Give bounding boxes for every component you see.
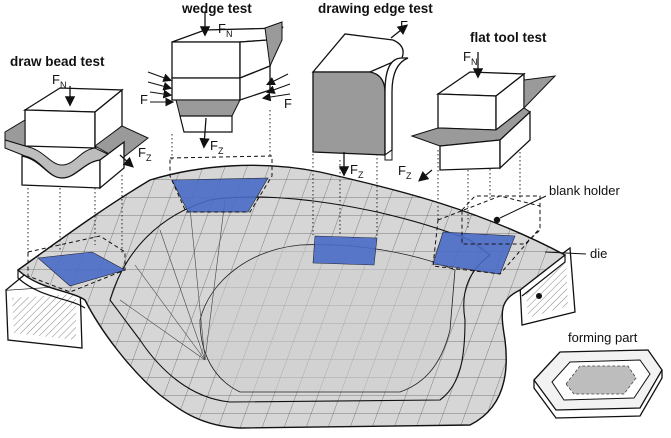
draw-bead-fn-label: FN	[52, 72, 66, 90]
draw-bead-tool	[4, 86, 149, 190]
drawing-edge-f-label: F	[400, 18, 408, 33]
wedge-fn-label: FN	[218, 21, 232, 39]
die-right-block	[519, 246, 576, 326]
flat-tool	[410, 52, 557, 182]
patch-drawing-edge	[312, 235, 378, 266]
wedge-f-right-label: F	[284, 96, 292, 111]
forming-part-icon	[533, 349, 663, 419]
flat-tool-fn-label: FN	[463, 49, 477, 67]
wedge-title: wedge test	[181, 1, 252, 16]
draw-bead-fz-label: FZ	[138, 145, 152, 163]
wedge-tool	[147, 12, 291, 149]
drawing-edge-tool	[311, 24, 409, 177]
die-label: die	[590, 246, 607, 261]
drawing-edge-title: drawing edge test	[318, 1, 433, 16]
draw-bead-title: draw bead test	[10, 54, 105, 69]
drawing-edge-fz-label: FZ	[350, 162, 364, 180]
flat-tool-fz-label: FZ	[398, 163, 412, 181]
wedge-f-left-label: F	[140, 92, 148, 107]
blank-holder-label: blank holder	[549, 183, 620, 198]
labels: draw bead test FN FZ wedge test FN F F F…	[10, 1, 638, 345]
wedge-fz-label: FZ	[210, 138, 224, 156]
forming-part-label: forming part	[568, 330, 638, 345]
sheet-forming-part	[16, 164, 567, 429]
patch-wedge	[171, 177, 269, 213]
flat-tool-title: flat tool test	[470, 30, 547, 45]
blank-holder-box	[461, 195, 587, 255]
highlight-patches	[37, 177, 516, 287]
